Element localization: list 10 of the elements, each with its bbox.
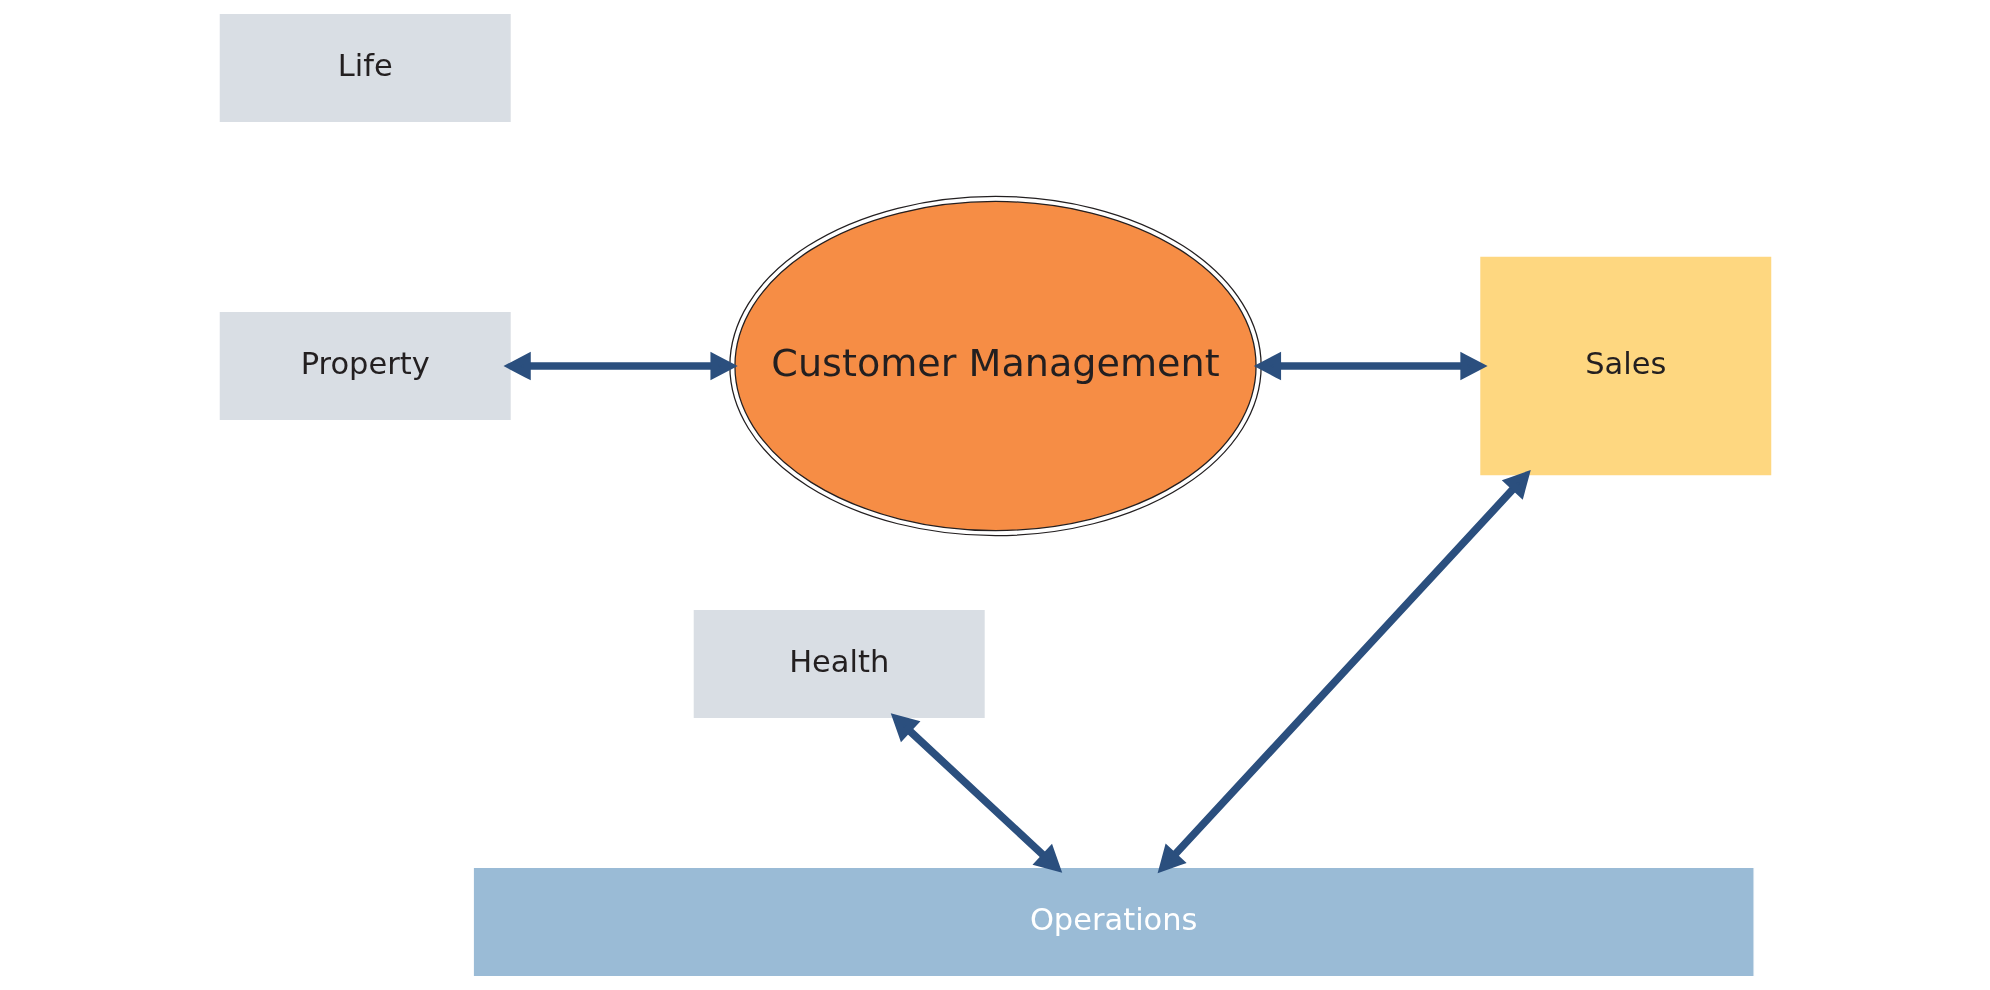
arrow (503, 351, 738, 381)
node-box: Sales (1478, 255, 1773, 477)
node-ellipse: Customer Management (728, 195, 1262, 537)
node-box: Operations (472, 866, 1755, 978)
node-box: Health (691, 608, 986, 720)
arrow (890, 713, 1062, 873)
arrow (1253, 351, 1488, 381)
node-box: Property (217, 310, 512, 422)
arrow (1157, 469, 1531, 874)
node-box: Life (217, 12, 512, 124)
